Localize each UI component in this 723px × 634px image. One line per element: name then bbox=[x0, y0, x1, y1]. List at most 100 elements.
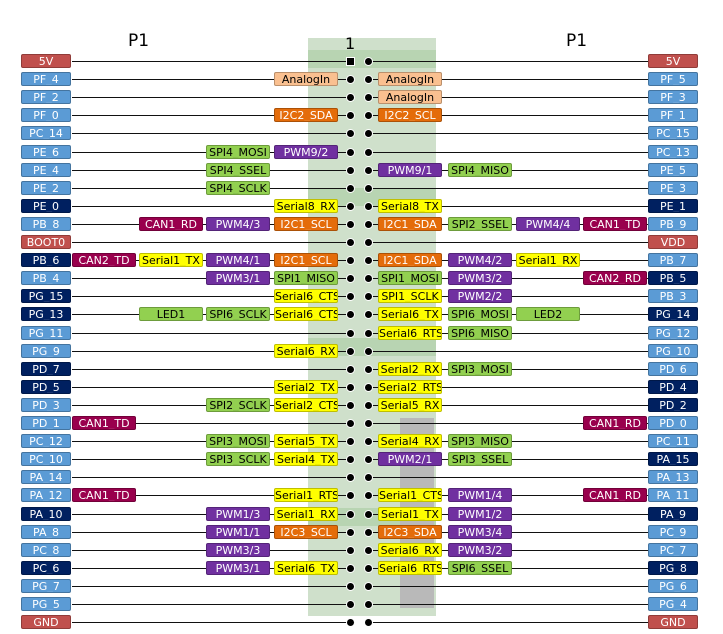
header-pin-dot bbox=[346, 329, 355, 338]
header-pin-dot bbox=[364, 166, 373, 175]
pin-label: 5V bbox=[648, 54, 698, 68]
function-label: Serial1_TX bbox=[378, 507, 442, 521]
function-label: PWM4/4 bbox=[516, 217, 580, 231]
pin-line bbox=[365, 152, 648, 153]
function-label: CAN2_RD bbox=[583, 271, 647, 285]
function-label: SPI3_MOSI bbox=[448, 362, 512, 376]
header-pin-dot bbox=[364, 256, 373, 265]
function-label: PWM2/2 bbox=[448, 289, 512, 303]
pin-line bbox=[365, 206, 648, 207]
pin-label: PB_8 bbox=[21, 217, 71, 231]
function-label: AnalogIn bbox=[274, 72, 338, 86]
function-label: I2C2_SCL bbox=[378, 108, 442, 122]
function-label: SPI6_SSEL bbox=[448, 561, 512, 575]
function-label: SPI4_SCLK bbox=[206, 181, 270, 195]
header-pin-dot bbox=[346, 401, 355, 410]
function-label: SPI3_SSEL bbox=[448, 452, 512, 466]
pin-label: PF_2 bbox=[21, 90, 71, 104]
function-label: SPI1_MISO bbox=[274, 271, 338, 285]
pin-label: PE_2 bbox=[21, 181, 71, 195]
pin-line bbox=[72, 79, 355, 80]
function-label: Serial6_RTS bbox=[378, 561, 442, 575]
pin-label: PA_12 bbox=[21, 488, 71, 502]
header-pin-dot bbox=[364, 184, 373, 193]
header-pin-dot bbox=[346, 528, 355, 537]
function-label: PWM3/4 bbox=[448, 525, 512, 539]
pin-line bbox=[365, 477, 648, 478]
header-pin-dot bbox=[364, 148, 373, 157]
pin-line bbox=[365, 133, 648, 134]
pin-label: PB_7 bbox=[648, 253, 698, 267]
header-pin-dot bbox=[364, 93, 373, 102]
pin-label: PD_7 bbox=[21, 362, 71, 376]
function-label: Serial2_RTS bbox=[378, 380, 442, 394]
pin-label: PC_7 bbox=[648, 543, 698, 557]
pin-line bbox=[365, 586, 648, 587]
pin-label: PD_0 bbox=[648, 416, 698, 430]
header-pin-dot bbox=[346, 437, 355, 446]
function-label: PWM9/1 bbox=[378, 163, 442, 177]
header-pin-dot bbox=[346, 220, 355, 229]
pin-label: PF_4 bbox=[21, 72, 71, 86]
pin-line bbox=[72, 369, 355, 370]
pin-label: PD_3 bbox=[21, 398, 71, 412]
pin-one-square bbox=[346, 57, 355, 66]
function-label: I2C3_SCL bbox=[274, 525, 338, 539]
function-label: Serial6_CTS bbox=[274, 289, 338, 303]
pin-label: PE_1 bbox=[648, 199, 698, 213]
pin-line bbox=[365, 242, 648, 243]
pin-line bbox=[72, 115, 355, 116]
left-header-title: P1 bbox=[128, 31, 150, 51]
pin-label: PG_13 bbox=[21, 307, 71, 321]
pin-line bbox=[72, 387, 355, 388]
pin-label: PA_15 bbox=[648, 452, 698, 466]
pin-line bbox=[365, 387, 648, 388]
pin-label: 5V bbox=[21, 54, 71, 68]
pin-label: PB_6 bbox=[21, 253, 71, 267]
pin-line bbox=[365, 61, 648, 62]
function-label: PWM1/2 bbox=[448, 507, 512, 521]
function-label: Serial1_TX bbox=[139, 253, 203, 267]
function-label: PWM9/2 bbox=[274, 145, 338, 159]
header-pin-dot bbox=[346, 347, 355, 356]
function-label: Serial8_RX bbox=[274, 199, 338, 213]
header-pin-dot bbox=[346, 564, 355, 573]
pin-label: PC_8 bbox=[21, 543, 71, 557]
header-pin-dot bbox=[346, 184, 355, 193]
pin-label: PE_6 bbox=[21, 145, 71, 159]
header-pin-dot bbox=[364, 111, 373, 120]
pin-line bbox=[72, 477, 355, 478]
header-pin-dot bbox=[346, 546, 355, 555]
pin-label: PC_14 bbox=[21, 126, 71, 140]
function-label: PWM2/1 bbox=[378, 452, 442, 466]
function-label: PWM4/3 bbox=[206, 217, 270, 231]
pin-line bbox=[365, 622, 648, 623]
function-label: CAN1_RD bbox=[139, 217, 203, 231]
header-pin-dot bbox=[364, 365, 373, 374]
function-label: I2C1_SCL bbox=[274, 217, 338, 231]
function-label: I2C3_SDA bbox=[378, 525, 442, 539]
pin-label: PG_7 bbox=[21, 579, 71, 593]
function-label: Serial5_RX bbox=[378, 398, 442, 412]
header-pin-dot bbox=[346, 93, 355, 102]
header-pin-dot bbox=[346, 129, 355, 138]
pin-line bbox=[72, 604, 355, 605]
header-pin-dot bbox=[364, 383, 373, 392]
pin-label: GND bbox=[21, 615, 71, 629]
function-label: LED1 bbox=[139, 307, 203, 321]
function-label: PWM3/2 bbox=[448, 271, 512, 285]
function-label: CAN1_RD bbox=[583, 488, 647, 502]
pin-label: PF_1 bbox=[648, 108, 698, 122]
pin-label: PG_11 bbox=[21, 326, 71, 340]
pin-line bbox=[72, 242, 355, 243]
function-label: Serial1_RX bbox=[274, 507, 338, 521]
pin-label: PB_9 bbox=[648, 217, 698, 231]
function-label: PWM3/1 bbox=[206, 561, 270, 575]
pin-label: PD_6 bbox=[648, 362, 698, 376]
header-pin-dot bbox=[364, 419, 373, 428]
function-label: Serial6_TX bbox=[274, 561, 338, 575]
function-label: I2C1_SDA bbox=[378, 217, 442, 231]
pin-label: PG_4 bbox=[648, 597, 698, 611]
pin-label: PD_5 bbox=[21, 380, 71, 394]
header-pin-dot bbox=[346, 166, 355, 175]
